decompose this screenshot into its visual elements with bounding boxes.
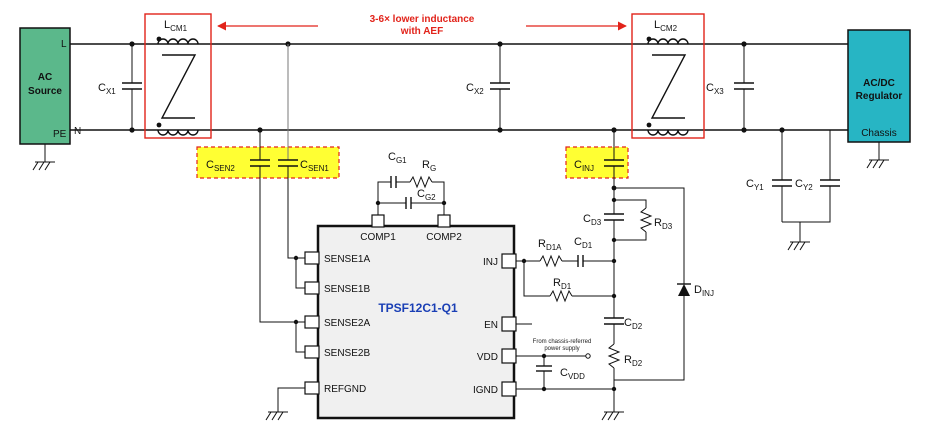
rd1a-label: RD1A	[538, 238, 562, 252]
pin-inj: INJ	[483, 257, 498, 268]
pin-ignd: IGND	[473, 385, 498, 396]
pin-comp1: COMP1	[360, 232, 396, 243]
cd3-label: CD3	[583, 213, 602, 227]
left-pin-boxes	[304, 251, 320, 395]
rd1-label: RD1	[553, 277, 572, 291]
cvdd-label: CVDD	[560, 367, 585, 381]
line-terminal-label: L	[61, 39, 67, 50]
chassis-label: Chassis	[861, 128, 897, 139]
cd1-label: CD1	[574, 236, 593, 250]
cg1-label: CG1	[388, 151, 407, 165]
lcm1-choke	[144, 13, 212, 139]
cx3-capacitor	[734, 44, 754, 130]
right-pin-boxes	[501, 253, 517, 397]
neutral-terminal-label: N	[74, 126, 81, 137]
lcm2-label: LCM2	[654, 19, 678, 33]
csen2-capacitor	[250, 130, 305, 323]
injection-network	[516, 185, 685, 412]
pin-sense2a: SENSE2A	[324, 318, 370, 329]
pin-comp2: COMP2	[426, 232, 462, 243]
refgnd-ground-icon	[265, 387, 305, 421]
cx1-label: CX1	[98, 82, 116, 96]
cx2-capacitor	[490, 44, 510, 130]
cx2-label: CX2	[466, 82, 484, 96]
compensation-network	[375, 175, 447, 215]
annotation-line-1: 3-6× lower inductance	[370, 14, 475, 25]
lcm2-choke	[631, 13, 705, 139]
pin-refgnd: REFGND	[324, 384, 366, 395]
rd3-label: RD3	[654, 217, 673, 231]
top-pin-boxes	[371, 214, 451, 228]
pin-sense1b: SENSE1B	[324, 284, 370, 295]
dinj-diode	[677, 270, 691, 296]
chip-name: TPSF12C1-Q1	[378, 301, 458, 315]
ac-source-label-1: AC	[38, 72, 52, 83]
pin-vdd: VDD	[477, 352, 498, 363]
cy2-capacitor	[782, 130, 840, 223]
rail-junctions	[129, 41, 785, 133]
vdd-note-2: power supply	[544, 346, 579, 352]
ac-source-label-2: Source	[28, 86, 62, 97]
cy1-label: CY1	[746, 178, 764, 192]
cy1-capacitor	[772, 130, 792, 222]
rg-label: RG	[422, 159, 436, 173]
ac-source-ground-icon	[32, 144, 55, 171]
cinj-highlight	[565, 146, 629, 179]
cy2-label: CY2	[795, 178, 813, 192]
cg2-label: CG2	[417, 188, 436, 202]
regulator-block: AC/DC Regulator Chassis	[847, 29, 911, 143]
csen1-label: CSEN1	[300, 159, 329, 173]
regulator-ground-icon	[866, 142, 889, 169]
pe-terminal-label: PE	[53, 129, 67, 140]
csen2-label: CSEN2	[206, 159, 235, 173]
lcm1-label: LCM1	[164, 19, 188, 33]
csen1-capacitor	[278, 44, 305, 259]
pin-en: EN	[484, 320, 498, 331]
cinj-label: CINJ	[574, 159, 594, 173]
pin-sense1a: SENSE1A	[324, 254, 370, 265]
vdd-supply-wiring	[516, 353, 591, 392]
rd2-label: RD2	[624, 354, 643, 368]
dinj-label: DINJ	[694, 284, 714, 298]
ignd-ground-icon	[601, 411, 624, 421]
csen-highlight	[196, 146, 340, 179]
cinj-capacitor	[604, 130, 624, 188]
sense-pin-wiring	[293, 255, 305, 353]
ac-source-block: AC Source L PE N	[19, 27, 81, 145]
regulator-label-1: AC/DC	[863, 78, 895, 89]
cd2-label: CD2	[624, 317, 643, 331]
cx1-capacitor	[122, 44, 142, 130]
cy-ground-icon	[787, 222, 810, 251]
regulator-label-2: Regulator	[856, 91, 903, 102]
annotation-line-2: with AEF	[400, 26, 443, 37]
cx3-label: CX3	[706, 82, 724, 96]
vdd-note-1: From chassis-referred	[533, 339, 592, 345]
pin-sense2b: SENSE2B	[324, 348, 370, 359]
